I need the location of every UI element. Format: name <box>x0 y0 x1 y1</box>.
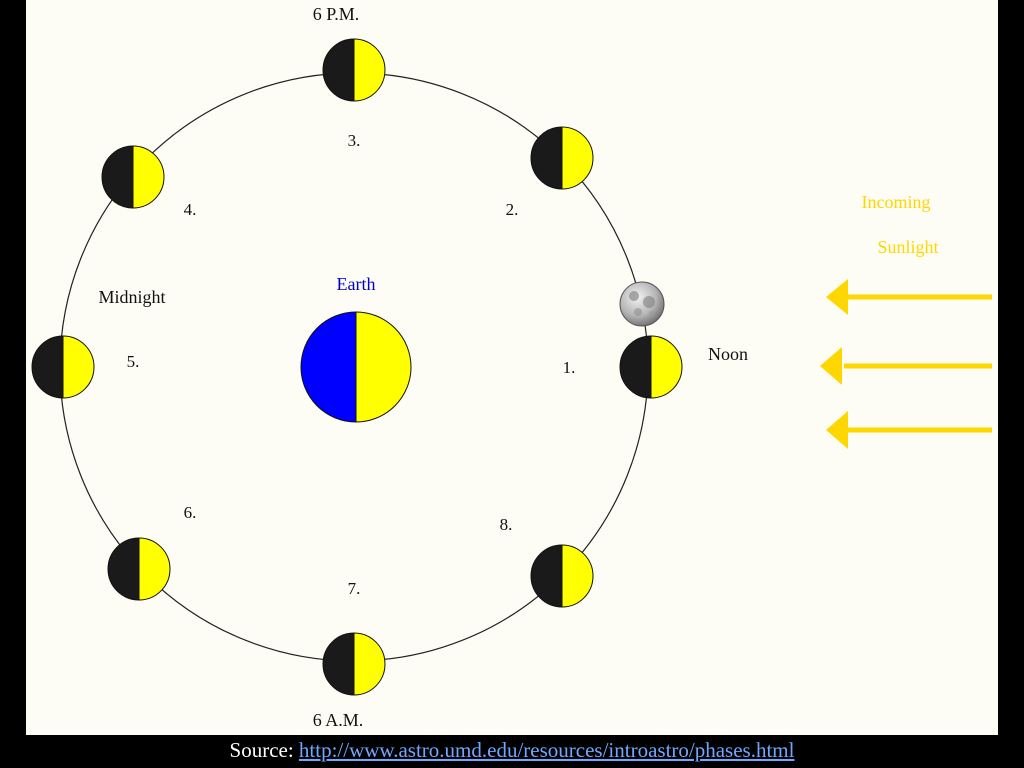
moon-photo-icon <box>619 281 665 327</box>
label-midnight: Midnight <box>98 287 165 307</box>
moon-2-lit-half <box>562 127 593 189</box>
moon-5-lit-half <box>63 336 94 398</box>
moon-1-lit-half <box>651 336 682 398</box>
sunlight-arrow-3 <box>826 411 992 449</box>
sunlight-arrow-1 <box>826 279 992 315</box>
moon-7 <box>322 632 386 696</box>
moon-6-lit-half <box>139 538 170 600</box>
earth <box>300 311 412 423</box>
position-label-3: 3. <box>348 131 361 150</box>
moon-8 <box>530 544 594 608</box>
sunlight-arrow-2 <box>820 347 992 385</box>
moon-positions <box>31 38 683 696</box>
position-label-8: 8. <box>500 515 513 534</box>
position-label-4: 4. <box>184 200 197 219</box>
source-line: Source: http://www.astro.umd.edu/resourc… <box>0 736 1024 768</box>
sunlight-label-line1: Incoming <box>862 192 931 212</box>
label-6pm: 6 P.M. <box>313 4 360 24</box>
moon-4-lit-half <box>133 146 164 208</box>
moon-8-lit-half <box>562 545 593 607</box>
position-label-6: 6. <box>184 503 197 522</box>
moon-4 <box>101 145 165 209</box>
sunlight-label-line2: Sunlight <box>877 237 938 257</box>
label-earth: Earth <box>337 274 376 294</box>
moon-1 <box>619 335 683 399</box>
label-noon: Noon <box>708 344 748 364</box>
moon-phases-diagram: 6 P.M. 6 A.M. Midnight Noon Earth 1. 2. … <box>31 4 992 730</box>
position-label-5: 5. <box>127 352 140 371</box>
moon-6 <box>107 537 171 601</box>
moon-3-lit-half <box>354 39 385 101</box>
source-link[interactable]: http://www.astro.umd.edu/resources/intro… <box>298 738 795 762</box>
position-label-2: 2. <box>506 200 519 219</box>
position-label-7: 7. <box>348 579 361 598</box>
label-6am: 6 A.M. <box>313 710 364 730</box>
moon-5 <box>31 335 95 399</box>
moon-2 <box>530 126 594 190</box>
moon-7-lit-half <box>354 633 385 695</box>
source-prefix: Source: <box>229 738 299 762</box>
position-label-1: 1. <box>563 358 576 377</box>
moon-3 <box>322 38 386 102</box>
earth-day-side <box>356 312 411 422</box>
